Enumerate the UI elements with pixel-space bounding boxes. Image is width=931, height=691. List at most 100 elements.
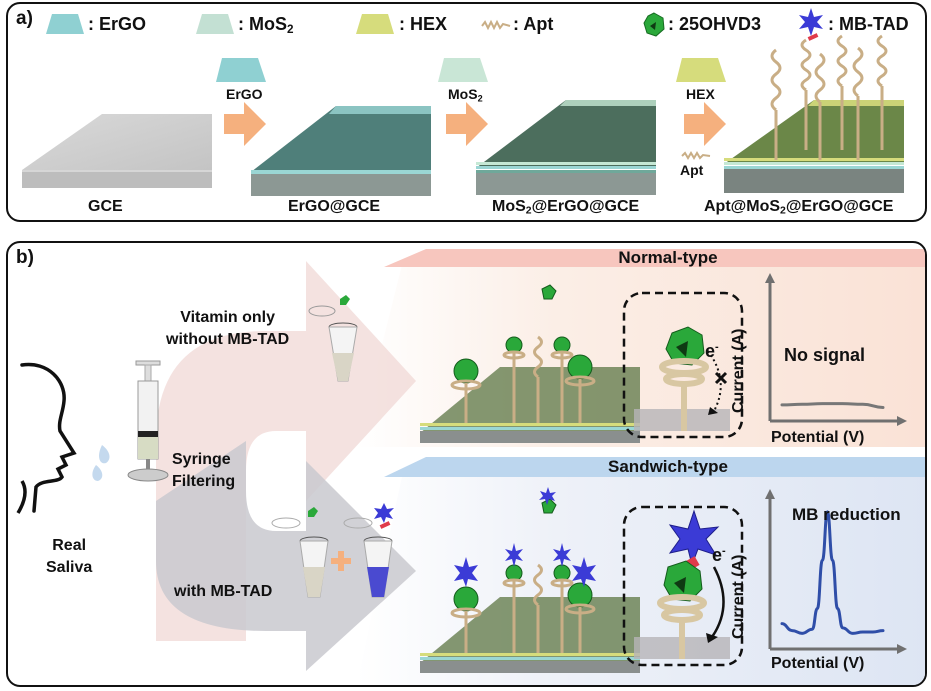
- step-label-mos2-ergo-gce: MoS2@ErGO@GCE: [492, 198, 639, 217]
- step-arrow-hex-apt: [676, 58, 726, 160]
- mb-tad-star-icon: [374, 503, 394, 523]
- legend-apt-label: : Apt: [513, 14, 554, 34]
- legend-mos2-label: : MoS2: [238, 14, 294, 36]
- arrow-hex-label: HEX: [686, 86, 715, 102]
- step-label-ergo-gce: ErGO@GCE: [288, 198, 381, 215]
- 25ohvd3-bound-icon: [665, 326, 705, 366]
- hex-layer-icon: [356, 14, 394, 34]
- plus-icon: [331, 551, 351, 571]
- normal-annotation: No signal: [784, 345, 866, 365]
- arrow-right-icon: [684, 102, 726, 146]
- sandwich-electron-e: e: [712, 545, 723, 565]
- legend-mb-tad-label: : MB-TAD: [828, 14, 909, 34]
- step-arrow-mos2: [438, 58, 488, 146]
- aptamer-coil-icon: [659, 358, 709, 431]
- step4-part-b: @ErGO@GCE: [785, 198, 894, 215]
- panel-a: a) : ErGO : MoS2 : HEX : Apt : 25OHVD3 :…: [6, 2, 927, 222]
- vitamin-only-line1: Vitamin only: [180, 309, 276, 326]
- mos2-layer-icon: [196, 14, 234, 34]
- step4-part-sub: 2: [780, 205, 786, 217]
- with-mb-tad-label: with MB-TAD: [174, 583, 273, 600]
- sandwich-voltammogram: [765, 489, 907, 654]
- normal-electron-label: e-: [705, 341, 719, 362]
- mb-tad-bound-icon: [668, 509, 720, 572]
- aptamer-icon: [481, 19, 511, 31]
- sandwich-y-axis-label: Current (A): [730, 554, 747, 639]
- sample-tube-vitamin: [308, 295, 358, 382]
- sandwich-chart-y-axis-arrowhead: [765, 489, 775, 499]
- step-label-apt-mos2-ergo-gce: Apt@MoS2@ErGO@GCE: [704, 198, 893, 217]
- syringe-filtering-line2: Filtering: [172, 473, 236, 490]
- legend-hex-label: : HEX: [399, 14, 448, 34]
- panel-b: b) Real Saliva Syringe Filtering Vitamin…: [6, 241, 927, 687]
- 25ohvd3-bound-icon: [663, 560, 703, 602]
- arrow-right-icon: [224, 102, 266, 146]
- legend-mos2-sub: 2: [287, 22, 294, 36]
- mos2-ergo-gce-electrode: [476, 100, 656, 195]
- flow-arrow-bottom: [156, 441, 416, 671]
- normal-zoom-box: [622, 291, 744, 439]
- normal-x-axis-label: Potential (V): [771, 429, 865, 446]
- sandwich-x-axis-label: Potential (V): [771, 655, 865, 672]
- syringe-filtering-line1: Syringe: [172, 451, 231, 468]
- gce-electrode: [22, 114, 212, 188]
- face-profile-icon: [16, 362, 77, 514]
- sandwich-electrode-scene: [420, 487, 640, 673]
- real-saliva-line2: Saliva: [46, 559, 93, 576]
- apt-reagent-icon: [681, 151, 711, 160]
- 25ohvd3-molecule-icon: [643, 12, 665, 37]
- sample-tubes-mb-tad: [271, 503, 394, 598]
- step-arrow-ergo: [216, 58, 266, 146]
- real-saliva-line1: Real: [52, 537, 87, 554]
- arrow-mos2-sub: 2: [477, 93, 483, 104]
- sandwich-electron-label: e-: [712, 545, 726, 566]
- sandwich-chart-series-line-0: [780, 510, 885, 635]
- vitamin-only-line2: without MB-TAD: [166, 331, 290, 348]
- syringe-filtering-label: Syringe Filtering: [172, 449, 235, 493]
- arrow-ergo-label: ErGO: [226, 86, 263, 102]
- normal-electron-e: e: [705, 341, 716, 361]
- normal-chart-series-line-0: [780, 402, 885, 409]
- legend-ergo-label: : ErGO: [88, 14, 147, 34]
- mos2-reagent-icon: [438, 58, 488, 82]
- 25ohvd3-molecule-icon: [308, 507, 318, 517]
- vitamin-only-label: Vitamin only without MB-TAD: [166, 307, 289, 351]
- saliva-drops-icon: [92, 445, 110, 481]
- normal-voltammogram: [765, 273, 907, 426]
- normal-chart-x-axis-arrowhead: [897, 416, 907, 426]
- electron-transfer-arrow: [710, 566, 725, 638]
- step3-part-b: @ErGO@GCE: [531, 198, 640, 215]
- panel-a-label: a): [16, 8, 33, 29]
- 25ohvd3-molecule-icon: [340, 295, 350, 305]
- ergo-gce-electrode: [251, 106, 431, 196]
- step3-part-sub: 2: [525, 205, 532, 217]
- sandwich-annotation: MB reduction: [792, 505, 901, 524]
- sandwich-type-title: Sandwich-type: [608, 457, 728, 476]
- sandwich-chart-x-axis-arrowhead: [897, 644, 907, 654]
- arrow-mos2-label: MoS2: [448, 86, 483, 103]
- normal-chart-y-axis-arrowhead: [765, 273, 775, 283]
- arrow-right-icon: [446, 102, 488, 146]
- ergo-reagent-icon: [216, 58, 266, 82]
- normal-electron-sup: -: [715, 341, 719, 353]
- arrow-apt-label: Apt: [680, 162, 704, 178]
- sandwich-type-header-bar: [384, 457, 925, 477]
- normal-electrode-scene: [420, 284, 640, 443]
- aptamer-strands: [770, 34, 888, 160]
- blocked-electron-path: [707, 350, 722, 412]
- ergo-layer-icon: [46, 14, 84, 34]
- mb-tad-star-icon: [799, 8, 823, 41]
- aptamer-coil-icon: [657, 594, 707, 659]
- arrow-mos2-main: MoS: [448, 86, 478, 102]
- normal-y-axis-label: Current (A): [730, 328, 747, 413]
- step-label-gce: GCE: [88, 198, 123, 215]
- step3-part-a: MoS: [492, 198, 526, 215]
- mb-tad-labels: [454, 487, 596, 587]
- legend-25ohvd3-label: : 25OHVD3: [668, 14, 762, 34]
- normal-type-header-bar: [384, 249, 925, 267]
- syringe-filter-icon: [127, 360, 169, 482]
- free-25ohvd3: [541, 284, 557, 300]
- real-saliva-label: Real Saliva: [46, 535, 92, 579]
- blocked-x-icon: [714, 371, 728, 385]
- step4-part-a: Apt@MoS: [704, 198, 781, 215]
